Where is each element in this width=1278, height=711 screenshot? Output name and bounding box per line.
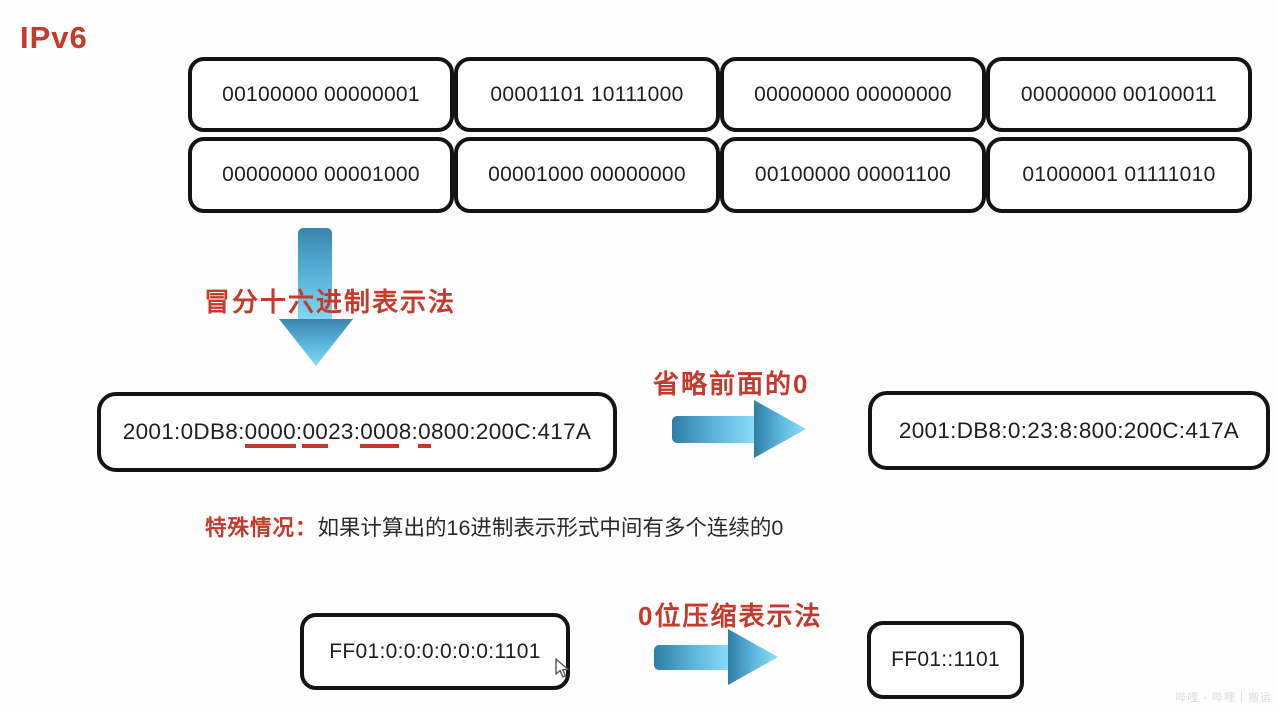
mouse-cursor: [554, 658, 571, 679]
underlined-zeros: 0: [418, 419, 431, 448]
right-arrow-icon: [652, 626, 780, 688]
abbreviated-address: 2001:DB8:0:23:8:800:200C:417A: [898, 417, 1240, 443]
underlined-zeros: 000: [360, 419, 399, 448]
binary-group-box: 00001000 00000000: [454, 137, 720, 213]
address-part: 800:200C:417A: [430, 419, 592, 444]
special-case-note: 特殊情况：如果计算出的16进制表示形式中间有多个连续的0: [205, 511, 783, 542]
omit-zeros-label: 省略前面的0: [653, 369, 810, 399]
address-part: :: [295, 419, 303, 444]
binary-group-text: 00100000 00000001: [222, 82, 420, 106]
special-case-text: 如果计算出的16进制表示形式中间有多个连续的0: [317, 516, 784, 540]
binary-group-text: 00000000 00001000: [222, 163, 420, 186]
down-arrow-icon: [276, 226, 356, 368]
full-address-box: 2001:0DB8:0000:0023:0008:0800:200C:417A: [97, 392, 617, 472]
binary-group-text: 01000001 01111010: [1022, 163, 1216, 186]
binary-group-box: 00000000 00100011: [986, 57, 1252, 132]
colon-hex-label: 冒分十六进制表示法: [204, 287, 457, 317]
full-address: 2001:0DB8:0000:0023:0008:0800:200C:417A: [122, 419, 592, 448]
binary-group-text: 00100000 00001100: [754, 163, 952, 186]
zeros-expanded-address: FF01:0:0:0:0:0:0:1101: [329, 639, 541, 663]
underlined-zeros: 00: [302, 419, 329, 448]
address-part: 2001:0DB8:: [122, 419, 245, 444]
binary-group-box: 00100000 00000001: [188, 57, 454, 132]
binary-group-text: 00000000 00000000: [754, 82, 952, 106]
underlined-zeros: 0000: [244, 419, 296, 448]
zeros-expanded-box: FF01:0:0:0:0:0:0:1101: [300, 613, 570, 690]
zeros-compressed-address: FF01::1101: [891, 648, 1000, 671]
binary-group-box: 01000001 01111010: [986, 137, 1252, 213]
zero-compression-label: 0位压缩表示法: [638, 601, 823, 631]
binary-group-box: 00000000 00000000: [720, 57, 986, 132]
zeros-compressed-box: FF01::1101: [867, 621, 1024, 699]
right-arrow-icon: [670, 396, 808, 462]
binary-group-box: 00000000 00001000: [188, 137, 454, 213]
binary-group-text: 00001101 10111000: [490, 82, 684, 106]
binary-group-box: 00100000 00001100: [720, 137, 986, 213]
watermark: 哔哩 - 哔哩丨搬运: [1175, 692, 1272, 704]
address-part: 8:: [398, 419, 419, 444]
binary-group-text: 00001000 00000000: [488, 163, 686, 186]
abbreviated-address-box: 2001:DB8:0:23:8:800:200C:417A: [868, 391, 1270, 470]
binary-group-box: 00001101 10111000: [454, 57, 720, 132]
binary-group-text: 00000000 00100011: [1020, 82, 1218, 106]
address-part: 23:: [328, 419, 361, 444]
special-case-prefix: 特殊情况：: [205, 516, 318, 540]
page-title: IPv6: [20, 20, 88, 55]
